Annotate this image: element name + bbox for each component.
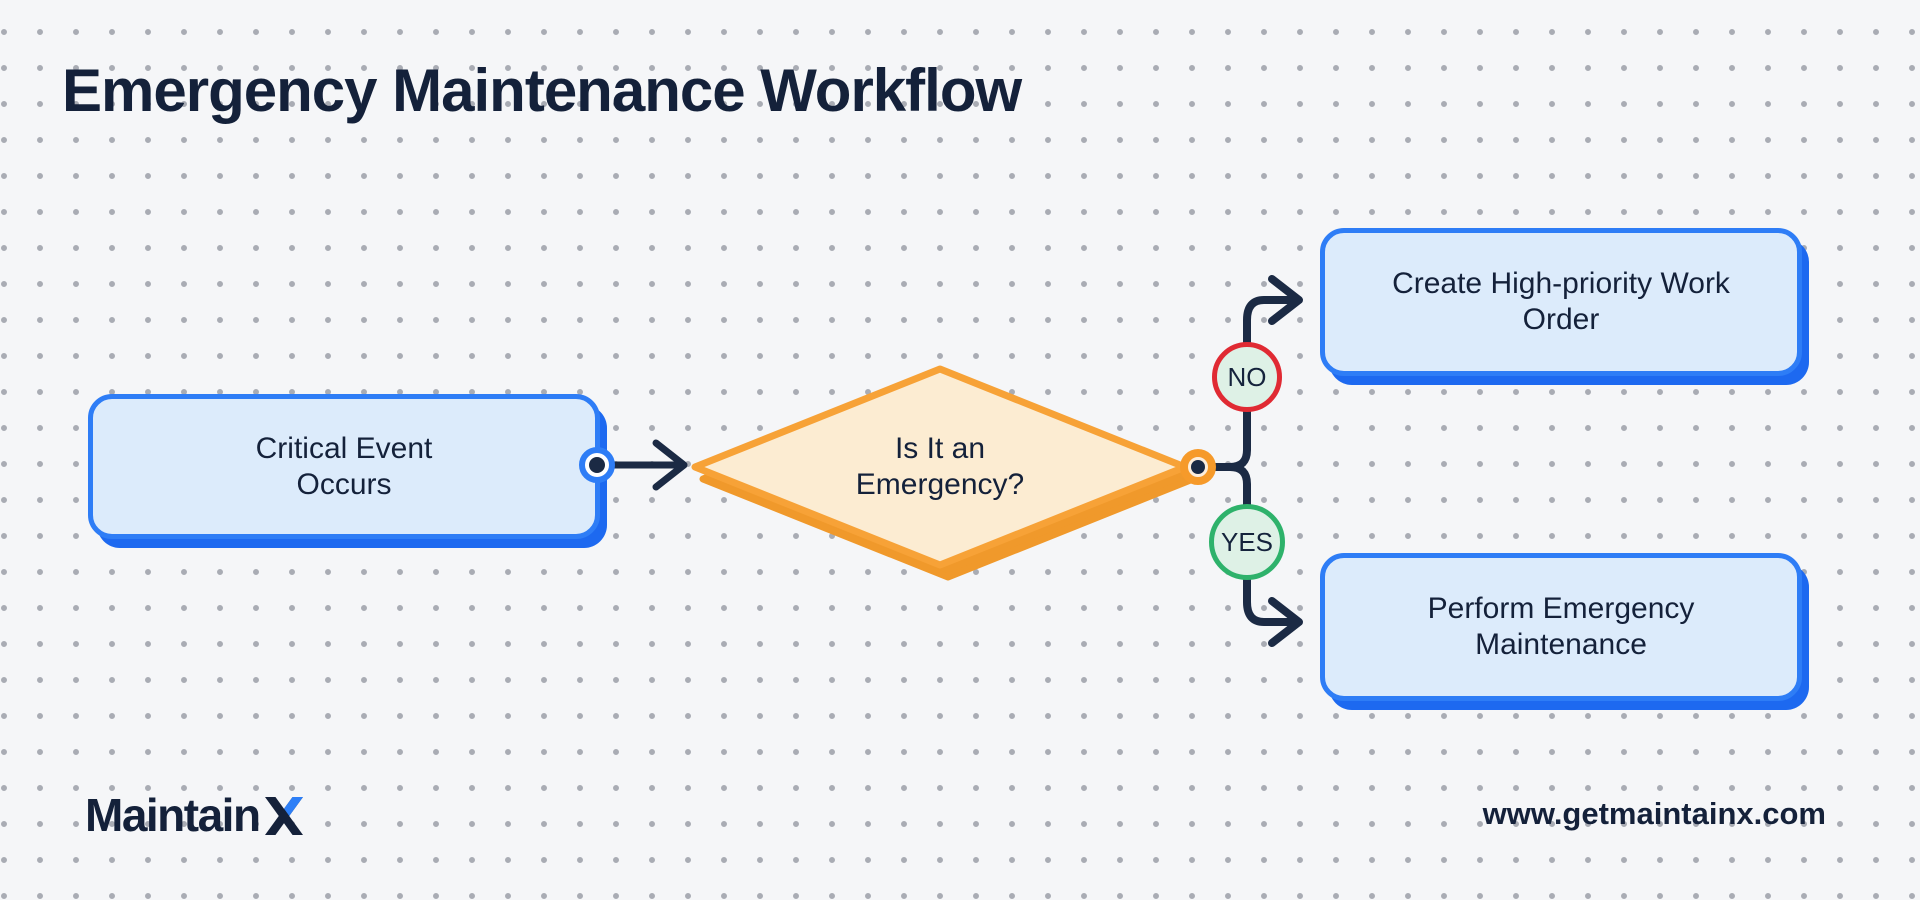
yes-badge: YES [1209,504,1285,580]
maintainx-logo: Maintain [85,788,305,842]
no-badge-label: NO [1227,361,1267,392]
page-title: Emergency Maintenance Workflow [62,57,1022,124]
maintainx-logo-text: Maintain [85,789,261,841]
yes-badge-label: YES [1220,526,1274,557]
node-decision-label: Is It an Emergency? [855,432,1025,501]
maintainx-x-icon [264,797,303,835]
node-critical-event-label: Critical Event Occurs [255,431,433,501]
node-perform-maintenance-label: Perform Emergency Maintenance [1427,592,1695,661]
node-perform-maintenance: Perform Emergency Maintenance [1320,553,1802,701]
node-critical-event: Critical Event Occurs [88,394,600,539]
node-create-work-order: Create High-priority Work Order [1320,228,1802,376]
website-url: www.getmaintainx.com [1482,796,1826,831]
node-create-work-order-label: Create High-priority Work Order [1392,267,1730,336]
node-decision: Is It an Emergency? [810,407,1070,527]
no-badge: NO [1212,342,1282,412]
arrow-start-to-decision [596,439,688,491]
decision-port-icon [1180,449,1216,485]
